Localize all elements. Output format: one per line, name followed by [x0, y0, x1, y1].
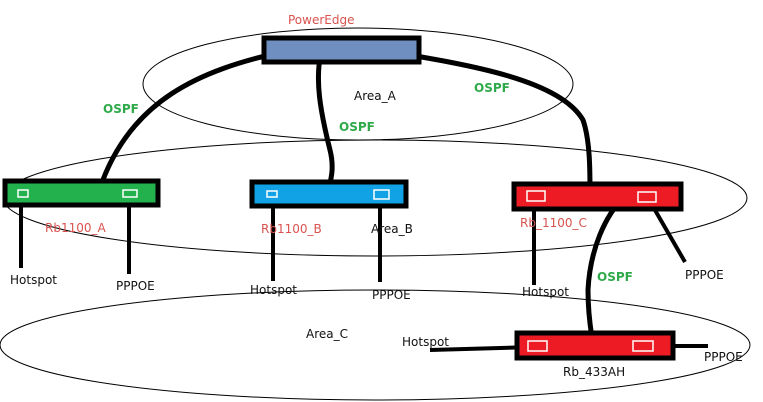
port-icon	[527, 340, 548, 352]
pppoe-label: PPPOE	[372, 288, 411, 302]
pppoe-label: PPPOE	[685, 268, 724, 282]
pppoe-label: PPPOE	[116, 279, 155, 293]
ospf-link-poweredge-rb1100c	[389, 49, 593, 195]
ospf-link-poweredge-rb1100a	[97, 49, 285, 191]
ospf-label: OSPF	[474, 81, 510, 95]
device-label-poweredge: PowerEdge	[288, 13, 354, 27]
ospf-label: OSPF	[339, 120, 375, 134]
pppoe-label: PPPOE	[704, 350, 743, 364]
ospf-label: OSPF	[597, 270, 633, 284]
port-icon	[122, 189, 138, 198]
hotspot-label: Hotspot	[10, 273, 57, 287]
port-icon	[637, 191, 657, 203]
port-icon	[266, 190, 278, 198]
device-label-rb433ah: Rb_433AH	[563, 365, 625, 379]
port-icon	[17, 189, 29, 198]
device-rb1100-a[interactable]	[2, 178, 161, 208]
device-rb1100-c[interactable]	[511, 181, 684, 212]
device-rb1100-b[interactable]	[249, 179, 409, 209]
area-label-a: Area_A	[354, 89, 397, 103]
port-icon	[632, 340, 654, 352]
area-c-boundary	[0, 289, 751, 401]
device-label-rb1100-b: Rb1100_B	[261, 222, 322, 236]
port-icon	[526, 190, 546, 202]
ospf-link-poweredge-rb1100b	[315, 49, 335, 195]
area-label-b: Area_B	[371, 222, 413, 236]
device-poweredge[interactable]	[261, 35, 422, 65]
area-label-c: Area_C	[306, 327, 348, 341]
device-rb433ah[interactable]	[514, 330, 676, 361]
device-label-rb1100-c: Rb_1100_C	[520, 216, 587, 230]
hotspot-label: Hotspot	[402, 335, 449, 349]
hotspot-label: Hotspot	[250, 283, 297, 297]
ospf-label: OSPF	[103, 102, 139, 116]
port-icon	[373, 189, 390, 200]
hotspot-label: Hotspot	[522, 285, 569, 299]
device-label-rb1100-a: Rb1100_A	[45, 221, 106, 235]
